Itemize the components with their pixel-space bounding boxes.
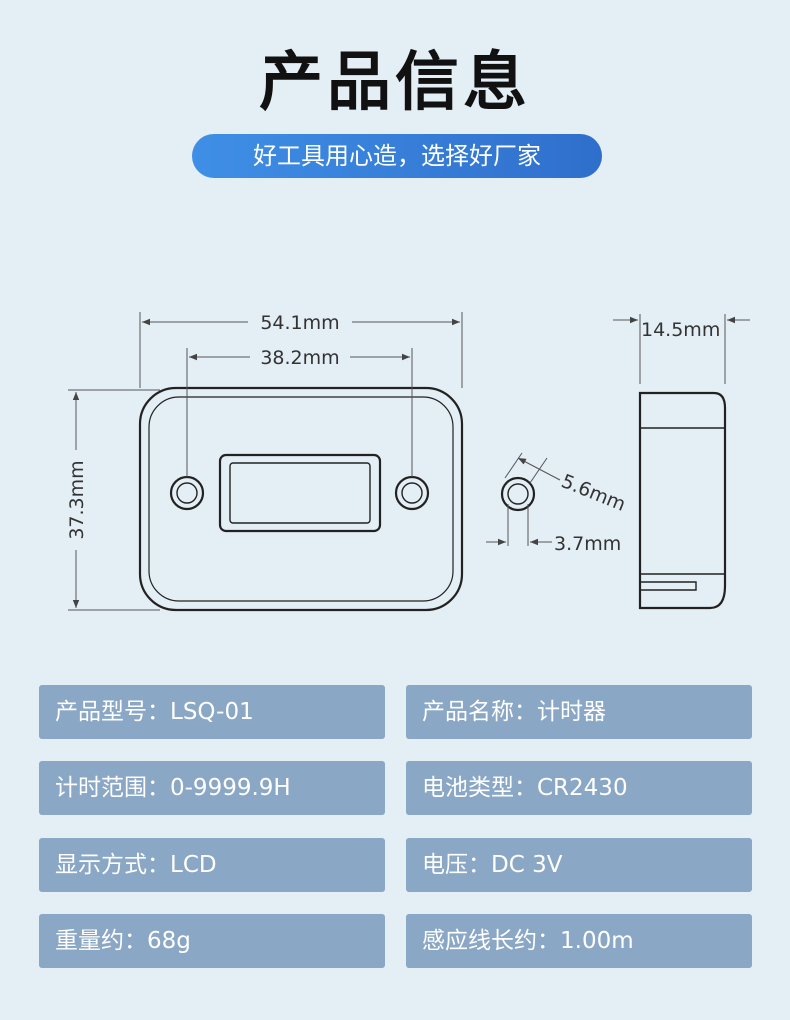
spec-timing-range: 计时范围：0-9999.9H [39,761,385,815]
dimension-height-label: 37.3mm [66,460,88,539]
dimension-width-outer-label: 54.1mm [260,312,339,334]
dimension-drawing: 54.1mm 38.2mm 37.3mm 5.6mm 3.7mm [66,312,750,612]
dimension-depth-label: 14.5mm [641,319,720,341]
slogan-badge: 好工具用心造，选择好厂家 [192,134,602,178]
dimension-width-holes-label: 38.2mm [260,347,339,369]
spec-sensor-wire-length: 感应线长约：1.00m [406,914,752,968]
spec-weight: 重量约：68g [39,914,385,968]
dimension-height [68,389,160,611]
spec-model: 产品型号：LSQ-01 [39,685,385,739]
dimension-width-holes [186,348,413,477]
spec-voltage: 电压：DC 3V [406,838,752,892]
dimension-width-outer [139,312,463,388]
spec-product-name: 产品名称：计时器 [406,685,752,739]
dimension-hole-outer-label: 5.6mm [558,470,629,516]
page-title: 产品信息 [259,46,531,120]
mounting-hole-left [169,475,205,511]
mounting-hole-right [394,475,430,511]
hole-detail [500,476,536,512]
spec-display-mode: 显示方式：LCD [39,838,385,892]
device-side-view [638,391,727,610]
spec-battery-type: 电池类型：CR2430 [406,761,752,815]
dimension-hole-inner-label: 3.7mm [554,533,621,555]
device-front-view [138,386,464,612]
dimension-depth [613,314,750,384]
dimension-hole-outer [504,452,561,484]
dimension-hole-inner [486,504,552,546]
